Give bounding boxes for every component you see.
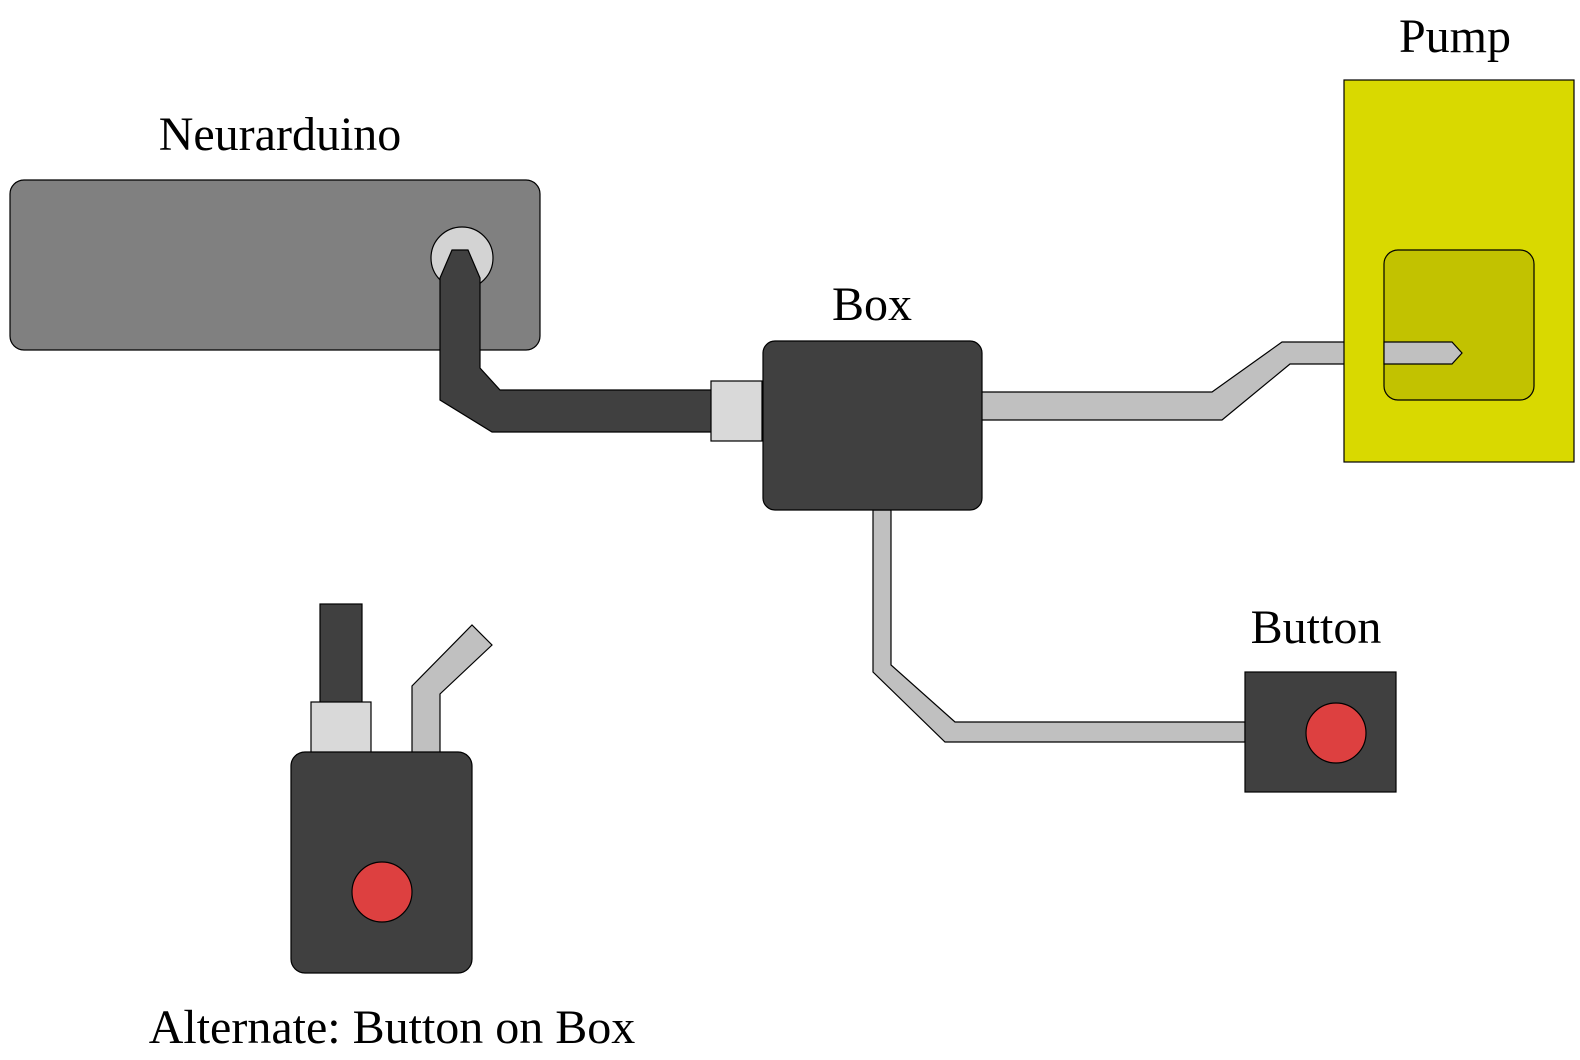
pump-label: Pump — [1399, 10, 1511, 63]
alternate-label: Alternate: Button on Box — [149, 1001, 636, 1054]
neurarduino-label: Neurarduino — [159, 108, 402, 161]
pump-chamber — [1383, 249, 1535, 401]
external-button — [1244, 671, 1397, 793]
pump-tube-tip — [1383, 341, 1463, 365]
alternate-box-assembly — [290, 603, 493, 974]
neurarduino-to-box-cable — [439, 249, 714, 433]
alternate-connector — [310, 701, 372, 755]
box-to-button-tube — [872, 509, 1246, 743]
alternate-light-tube — [411, 624, 493, 761]
box — [762, 340, 983, 511]
box-input-connector — [710, 380, 763, 442]
alternate-button-cap — [351, 861, 413, 923]
external-button-cap — [1305, 702, 1367, 764]
button-label: Button — [1251, 601, 1382, 654]
box-label: Box — [832, 278, 912, 331]
pump — [1343, 79, 1575, 463]
alternate-dark-cable — [319, 603, 363, 705]
neurarduino-body — [9, 179, 541, 351]
